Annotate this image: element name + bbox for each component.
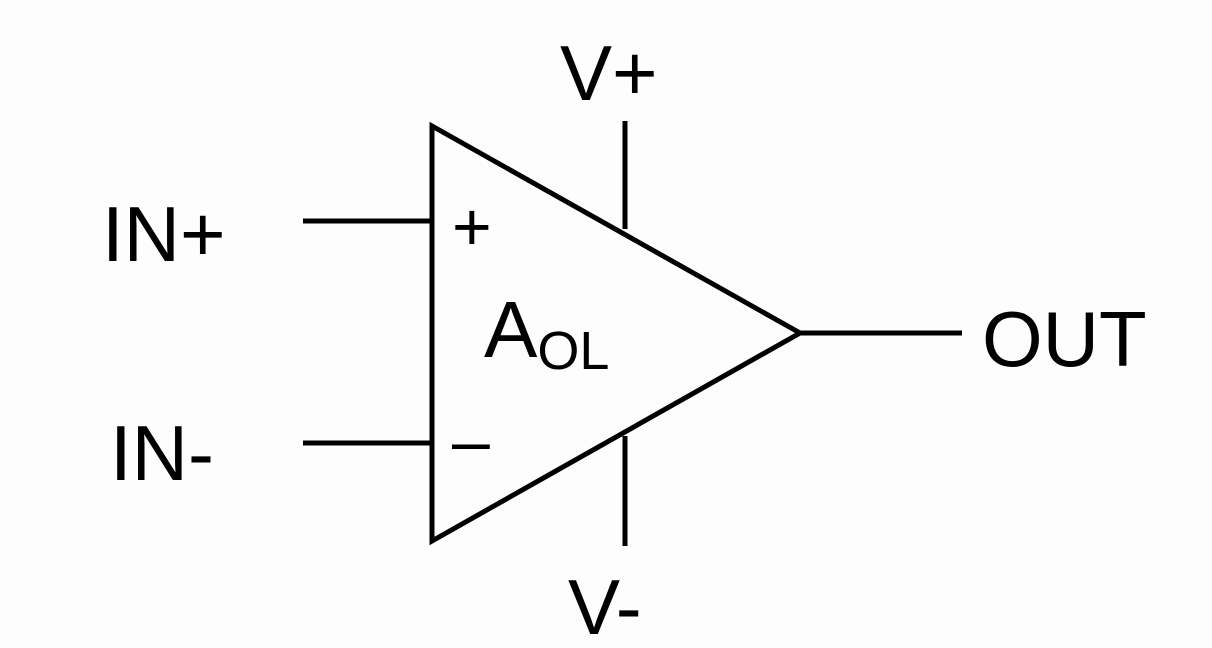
gain-label: AOL xyxy=(484,285,609,381)
in-plus-label: IN+ xyxy=(102,190,226,278)
gain-main: A xyxy=(484,285,538,374)
minus-pin-marker: – xyxy=(452,403,490,479)
gain-subscript: OL xyxy=(537,321,609,381)
op-amp-triangle xyxy=(429,121,806,546)
v-minus-label: V- xyxy=(568,563,642,648)
in-minus-label: IN- xyxy=(110,409,214,497)
out-label: OUT xyxy=(982,295,1147,383)
plus-pin-marker: + xyxy=(452,189,492,265)
v-plus-label: V+ xyxy=(560,29,658,117)
